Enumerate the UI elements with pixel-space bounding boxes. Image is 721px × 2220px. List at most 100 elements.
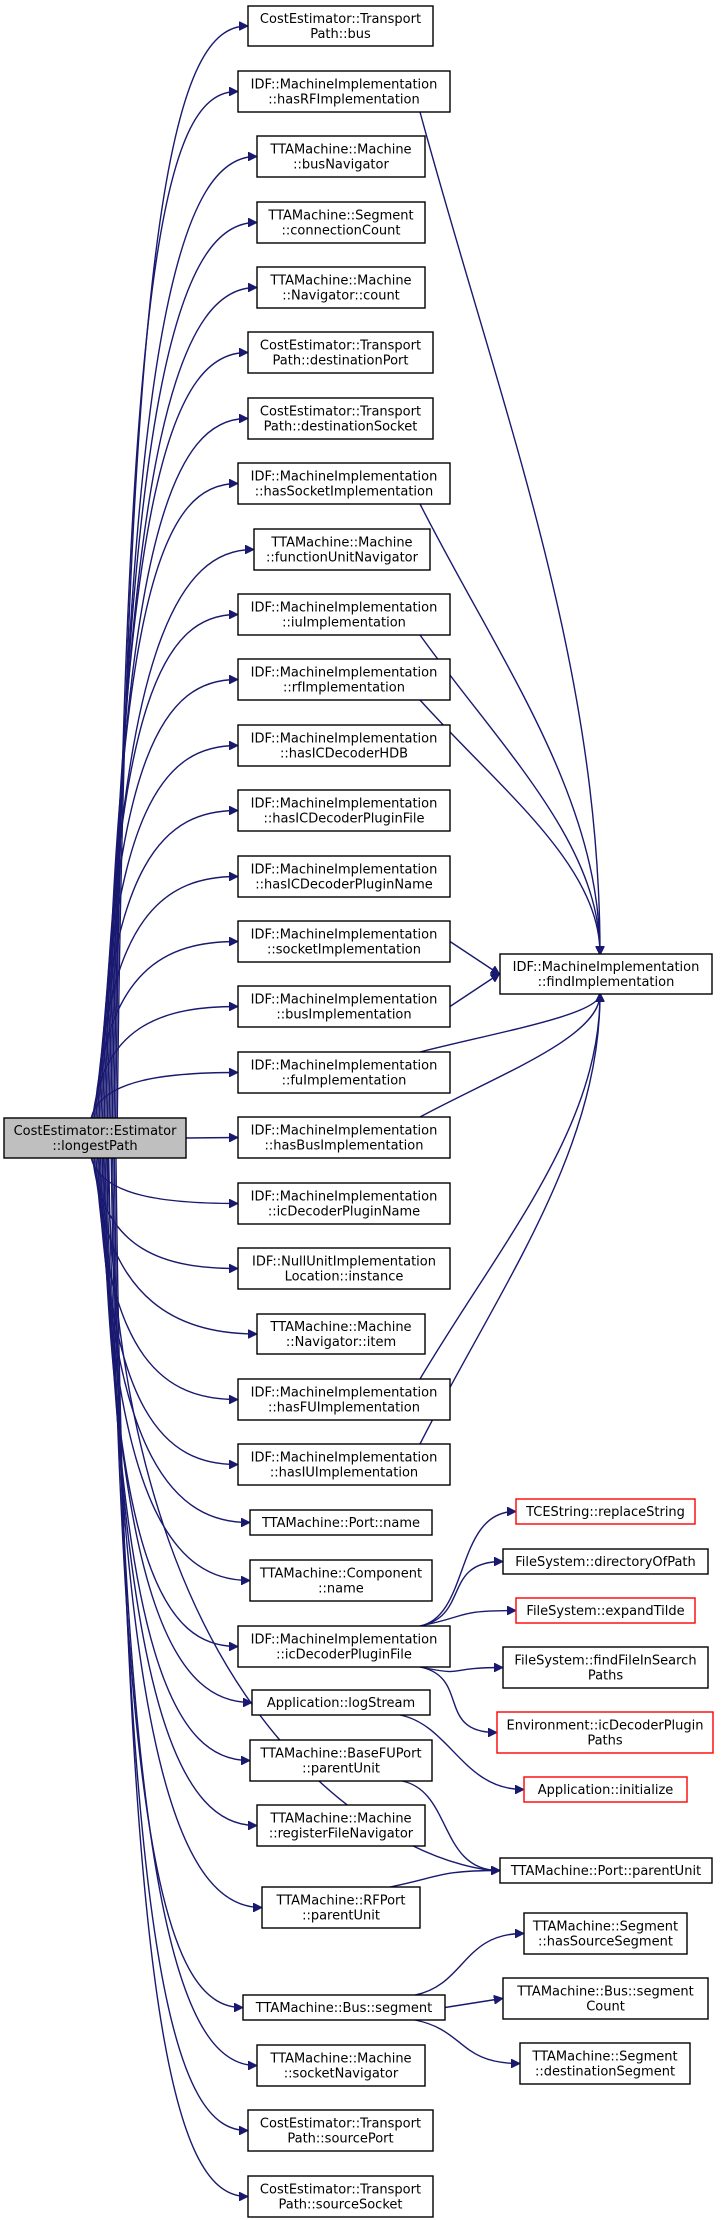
node-box <box>247 331 434 374</box>
graph-node-hs[interactable]: TTAMachine::Segment::hasSourceSegment <box>523 1912 688 1955</box>
node-box <box>237 1182 451 1225</box>
graph-node-n16[interactable]: IDF::MachineImplementation::busImplement… <box>237 985 451 1028</box>
graph-node-ai[interactable]: Application::initialize <box>523 1776 688 1803</box>
edge-n31-hs <box>414 1934 523 1996</box>
node-label: TTAMachine::BaseFUPort <box>259 1747 421 1762</box>
node-box <box>515 1597 696 1624</box>
node-box <box>247 397 434 440</box>
graph-node-n5[interactable]: TTAMachine::Machine::Navigator::count <box>256 266 426 309</box>
edge-n26-dp <box>419 1562 502 1627</box>
node-label: ::hasRFImplementation <box>268 93 419 108</box>
graph-node-pp[interactable]: TTAMachine::Port::parentUnit <box>499 1857 713 1884</box>
graph-node-dp[interactable]: FileSystem::directoryOfPath <box>502 1548 709 1575</box>
node-box <box>249 1739 433 1782</box>
graph-node-n21[interactable]: TTAMachine::Machine::Navigator::item <box>256 1313 426 1355</box>
edge-n16-fi <box>449 974 499 1008</box>
graph-node-n19[interactable]: IDF::MachineImplementation::icDecoderPlu… <box>237 1182 451 1225</box>
graph-node-n30[interactable]: TTAMachine::RFPort::parentUnit <box>261 1886 421 1929</box>
edges-layer <box>90 26 600 2197</box>
graph-node-n29[interactable]: TTAMachine::Machine::registerFileNavigat… <box>256 1804 426 1847</box>
graph-node-n2[interactable]: IDF::MachineImplementation::hasRFImpleme… <box>237 70 451 113</box>
graph-node-n6[interactable]: CostEstimator::TransportPath::destinatio… <box>247 331 434 374</box>
node-box <box>237 1443 451 1486</box>
edge-n26-rs <box>419 1512 515 1627</box>
graph-node-root[interactable]: CostEstimator::Estimator::longestPath <box>3 1117 187 1159</box>
graph-node-n24[interactable]: TTAMachine::Port::name <box>249 1509 433 1536</box>
node-label: ::iuImplementation <box>282 616 406 631</box>
graph-node-n18[interactable]: IDF::MachineImplementation::hasBusImplem… <box>237 1116 451 1159</box>
nodes-layer: CostEstimator::Estimator::longestPathCos… <box>3 5 714 2218</box>
graph-node-ds[interactable]: TTAMachine::Segment::destinationSegment <box>519 2042 691 2085</box>
edge-root-n29 <box>105 1157 256 1826</box>
graph-node-fi[interactable]: IDF::MachineImplementation::findImplemen… <box>499 953 713 995</box>
edge-root-n14 <box>95 877 237 1119</box>
graph-node-n7[interactable]: CostEstimator::TransportPath::destinatio… <box>247 397 434 440</box>
edge-n15-fi <box>449 940 499 975</box>
node-label: TTAMachine::Segment <box>531 2050 677 2065</box>
graph-node-n8[interactable]: IDF::MachineImplementation::hasSocketImp… <box>237 462 451 505</box>
node-label: ::hasICDecoderHDB <box>280 747 408 762</box>
graph-node-n3[interactable]: TTAMachine::Machine::busNavigator <box>256 135 426 178</box>
graph-node-et[interactable]: FileSystem::expandTilde <box>515 1597 696 1624</box>
edge-n31-ds <box>414 2019 519 2064</box>
graph-node-n9[interactable]: TTAMachine::Machine::functionUnitNavigat… <box>253 528 431 571</box>
node-box <box>249 1559 433 1602</box>
node-label: Path::destinationSocket <box>264 420 418 435</box>
node-label: Application::initialize <box>538 1783 674 1798</box>
node-label: IDF::MachineImplementation <box>251 1124 438 1139</box>
node-label: TCEString::replaceString <box>525 1505 685 1520</box>
edge-root-n16 <box>92 1007 237 1119</box>
node-label: IDF::MachineImplementation <box>251 601 438 616</box>
node-label: CostEstimator::Transport <box>260 2183 421 2198</box>
node-box <box>251 1689 431 1716</box>
graph-node-n31[interactable]: TTAMachine::Bus::segment <box>242 1994 446 2021</box>
graph-node-n22[interactable]: IDF::MachineImplementation::hasFUImpleme… <box>237 1378 451 1421</box>
graph-node-n17[interactable]: IDF::MachineImplementation::fuImplementa… <box>237 1051 451 1094</box>
graph-node-n32[interactable]: TTAMachine::Machine::socketNavigator <box>256 2044 426 2087</box>
graph-node-n11[interactable]: IDF::MachineImplementation::rfImplementa… <box>237 658 451 701</box>
graph-node-n4[interactable]: TTAMachine::Segment::connectionCount <box>256 201 426 244</box>
edge-n22-fi <box>419 994 600 1380</box>
graph-node-n14[interactable]: IDF::MachineImplementation::hasICDecoder… <box>237 855 451 898</box>
graph-node-n25[interactable]: TTAMachine::Component::name <box>249 1559 433 1602</box>
graph-node-n13[interactable]: IDF::MachineImplementation::hasICDecoder… <box>237 789 451 832</box>
edge-n23-fi <box>419 994 600 1445</box>
graph-node-n10[interactable]: IDF::MachineImplementation::iuImplementa… <box>237 593 451 636</box>
node-box <box>3 1117 187 1159</box>
graph-node-n12[interactable]: IDF::MachineImplementation::hasICDecoder… <box>237 724 451 767</box>
node-box <box>247 2175 434 2218</box>
node-label: Path::destinationPort <box>273 354 409 369</box>
node-label: ::socketImplementation <box>267 943 421 958</box>
node-box <box>515 1498 696 1525</box>
node-label: IDF::MachineImplementation <box>251 78 438 93</box>
node-label: ::name <box>318 1582 364 1597</box>
node-label: IDF::NullUnitImplementation <box>252 1255 436 1270</box>
graph-node-n20[interactable]: IDF::NullUnitImplementationLocation::ins… <box>237 1247 451 1290</box>
node-label: ::Navigator::count <box>282 289 400 304</box>
graph-node-n27[interactable]: Application::logStream <box>251 1689 431 1716</box>
node-label: ::functionUnitNavigator <box>266 551 419 566</box>
node-label: TTAMachine::Machine <box>269 143 411 158</box>
graph-node-n28[interactable]: TTAMachine::BaseFUPort::parentUnit <box>249 1739 433 1782</box>
node-label: IDF::MachineImplementation <box>513 960 700 975</box>
graph-node-n15[interactable]: IDF::MachineImplementation::socketImplem… <box>237 920 451 963</box>
graph-node-n26[interactable]: IDF::MachineImplementation::icDecoderPlu… <box>237 1625 451 1668</box>
node-box <box>256 201 426 244</box>
edge-n2-fi <box>419 111 600 954</box>
edge-root-n26 <box>101 1157 237 1647</box>
node-label: TTAMachine::Port::parentUnit <box>510 1864 701 1879</box>
node-label: IDF::MachineImplementation <box>251 470 438 485</box>
node-label: TTAMachine::Segment <box>267 209 413 224</box>
edge-root-n17 <box>90 1073 237 1119</box>
node-label: CostEstimator::Transport <box>260 339 421 354</box>
graph-node-n23[interactable]: IDF::MachineImplementation::hasIUImpleme… <box>237 1443 451 1486</box>
edge-n26-ff <box>419 1667 502 1673</box>
node-label: Location::instance <box>285 1270 404 1285</box>
graph-node-rs[interactable]: TCEString::replaceString <box>515 1498 696 1525</box>
graph-node-n34[interactable]: CostEstimator::TransportPath::sourceSock… <box>247 2175 434 2218</box>
